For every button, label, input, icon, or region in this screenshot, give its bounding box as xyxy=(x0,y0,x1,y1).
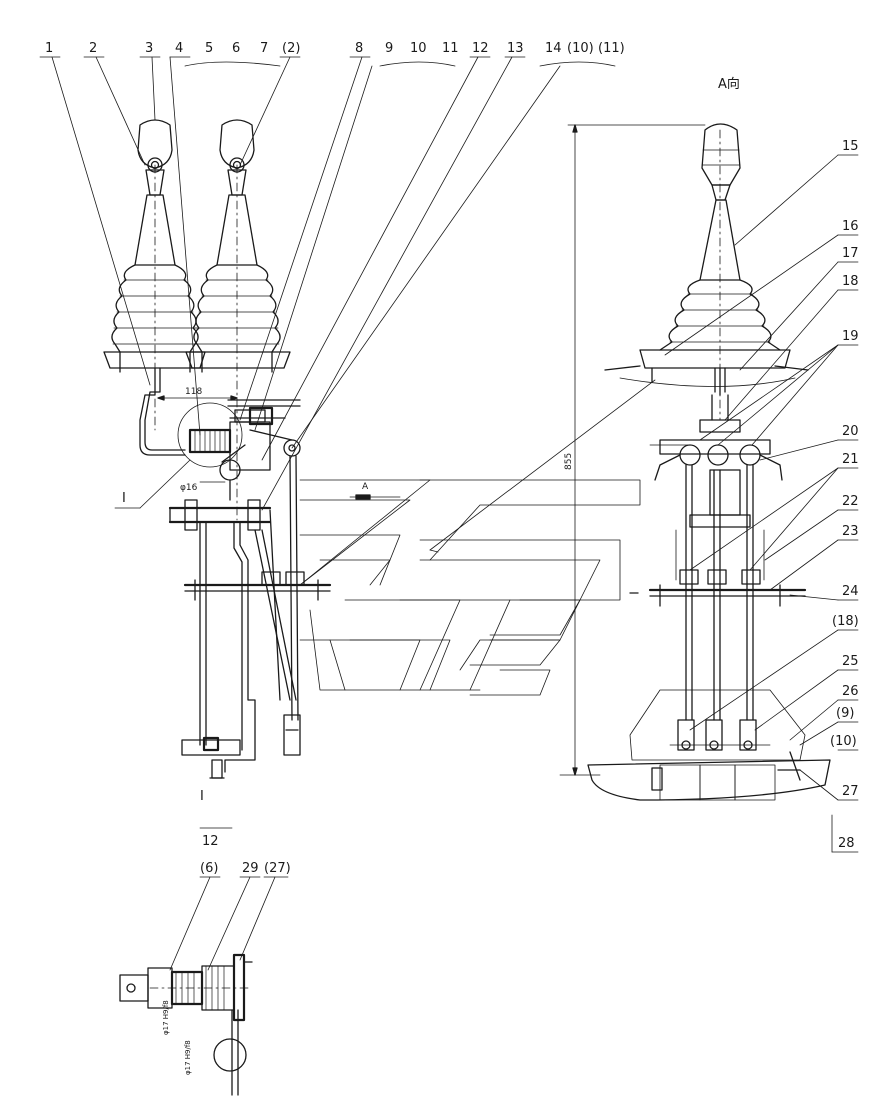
callout-3: 3 xyxy=(145,41,153,56)
callout-4: 4 xyxy=(175,41,183,56)
callout-23: 23 xyxy=(842,524,859,539)
callout-8: 8 xyxy=(355,41,363,56)
dim-phi17-a: φ17 H9/f8 xyxy=(162,1000,170,1035)
callout-1: 1 xyxy=(45,41,53,56)
dim-phi17-b: φ17 H9/f8 xyxy=(184,1040,192,1075)
callout-20: 20 xyxy=(842,424,859,439)
detail-section-12: 12 I φ17 H9/f8 φ17 H9/f8 xyxy=(119,789,253,1096)
callout-29: 29 xyxy=(242,861,259,876)
dim-855: 855 xyxy=(564,453,574,470)
callout-16: 16 xyxy=(842,219,859,234)
callout-11-ref: (11) xyxy=(598,41,625,56)
lever-left-1 xyxy=(103,119,206,456)
callout-27: 27 xyxy=(842,784,859,799)
callout-18: 18 xyxy=(842,274,859,289)
callout-19: 19 xyxy=(842,329,859,344)
leader-lines xyxy=(39,56,859,971)
stepped-panel-outline: A xyxy=(299,379,656,696)
callout-numbers: 1 2 3 4 5 6 7 (2) 8 9 10 11 12 13 14 (10… xyxy=(45,41,859,876)
callout-2-ref: (2) xyxy=(282,41,300,56)
callout-13: 13 xyxy=(507,41,524,56)
callout-10-ref: (10) xyxy=(567,41,594,56)
callout-24: 24 xyxy=(842,584,859,599)
callout-17: 17 xyxy=(842,246,859,261)
pivot-bracket-left xyxy=(168,399,332,721)
section-mark-i: I xyxy=(114,459,191,509)
dimensions-left: 118 φ16 xyxy=(157,387,238,493)
callout-5: 5 xyxy=(205,41,213,56)
callout-9-ref: (9) xyxy=(836,706,854,721)
callout-10-ref-2: (10) xyxy=(830,734,857,749)
callout-11: 11 xyxy=(442,41,459,56)
detail-12-label: 12 xyxy=(202,834,219,849)
section-i-ref: I xyxy=(122,491,126,506)
section-i-label: I xyxy=(200,789,204,804)
callout-2: 2 xyxy=(89,41,97,56)
callout-15: 15 xyxy=(842,139,859,154)
dim-118: 118 xyxy=(185,387,202,397)
callout-10: 10 xyxy=(410,41,427,56)
callout-18-ref: (18) xyxy=(832,614,859,629)
callout-9: 9 xyxy=(385,41,393,56)
callout-21: 21 xyxy=(842,452,859,467)
callout-22: 22 xyxy=(842,494,859,509)
left-assembly: 118 φ16 xyxy=(103,119,332,779)
callout-12: 12 xyxy=(472,41,489,56)
callout-28: 28 xyxy=(838,836,855,851)
lever-left-2 xyxy=(185,119,291,521)
dim-phi16: φ16 xyxy=(180,483,198,493)
callout-25: 25 xyxy=(842,654,859,669)
callout-6-ref: (6) xyxy=(200,861,218,876)
callout-27-ref: (27) xyxy=(264,861,291,876)
callout-6: 6 xyxy=(232,41,240,56)
right-view-a: A向 xyxy=(559,76,831,801)
callout-14: 14 xyxy=(545,41,562,56)
arrow-a-label: A xyxy=(362,482,369,492)
callout-7: 7 xyxy=(260,41,268,56)
lower-links-left xyxy=(181,509,301,779)
callout-26: 26 xyxy=(842,684,859,699)
view-a-label: A向 xyxy=(718,76,740,92)
